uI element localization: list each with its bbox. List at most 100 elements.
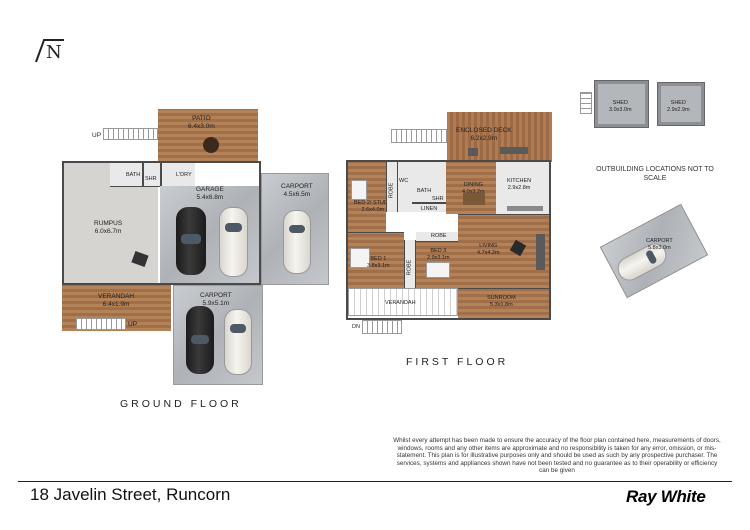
shed2-dims: 2.9x2.9m (667, 107, 690, 113)
ray-white-logo: Ray White (626, 487, 706, 506)
deck-chair (468, 148, 478, 156)
first-shr-label: SHR (432, 196, 444, 202)
bed1-dims: 3.8x3.1m (367, 263, 390, 269)
enclosed-deck-area (447, 112, 552, 162)
first-bath-label: BATH (417, 188, 432, 194)
living-dims: 4.7x4.2m (477, 250, 500, 256)
garage-label: GARAGE 5.4x6.8m (196, 186, 224, 202)
ground-stairs-bottom (76, 318, 126, 330)
bed2-name: BED 2/ STUDY (354, 200, 392, 206)
ground-stairs-up-label-bottom: UP (128, 321, 138, 328)
ground-ldry-label: L'DRY (176, 172, 192, 178)
side-carport-label: CARPORT 4.5x6.5m (281, 183, 313, 199)
enclosed-deck-name: ENCLOSED DECK (456, 127, 512, 134)
north-compass: N (34, 36, 68, 64)
outbuilding-note-text: OUTBUILDING LOCATIONS NOT TO SCALE (596, 166, 714, 182)
linen-divider (412, 202, 446, 204)
front-carport-car-black (186, 306, 214, 374)
ground-wet-area (110, 163, 195, 187)
bed2-dims: 2.6x4.0m (361, 207, 385, 213)
sunroom-name: SUNROOM (487, 295, 516, 301)
ground-verandah-dims: 6.4x1.9m (102, 301, 130, 308)
deck-sofa (500, 147, 528, 154)
bed1-bed (350, 248, 370, 268)
ground-shr-ldry-divider (160, 163, 162, 186)
shed1-stairs (580, 92, 592, 114)
first-verandah-label: VERANDAH (385, 300, 416, 306)
dining-label: DINING 4.0x3.2m (462, 182, 485, 196)
ground-verandah-label: VERANDAH 6.4x1.9m (98, 293, 134, 309)
living-name: LIVING (479, 243, 498, 249)
living-area (458, 214, 549, 288)
north-letter: N (46, 42, 62, 63)
robe3-area (416, 232, 458, 242)
shed2-label: SHED 2.9x2.9m (667, 100, 690, 114)
shed1-label: SHED 3.0x3.0m (609, 100, 632, 114)
disclaimer: Whilst every attempt has been made to en… (392, 437, 722, 475)
kitchen-area (496, 162, 549, 214)
robe2-area (404, 240, 416, 288)
dining-table (463, 193, 485, 205)
outbuilding-carport-label: CARPORT 5.8x3.0m (646, 238, 673, 252)
footer-rule (18, 481, 732, 482)
shed2-name: SHED (670, 100, 686, 106)
patio-table (203, 137, 219, 153)
robe2-label: ROBE (406, 259, 413, 276)
outbuilding-note: OUTBUILDING LOCATIONS NOT TO SCALE (596, 165, 714, 183)
front-carport-car-white (224, 309, 252, 375)
outbuilding-carport-dims: 5.8x3.0m (648, 245, 671, 251)
garage-name: GARAGE (196, 186, 224, 193)
shed1-name: SHED (612, 100, 628, 106)
side-carport-dims: 4.5x6.5m (283, 191, 311, 198)
bed3-label: BED 3 2.9x3.1m (427, 248, 450, 262)
enclosed-deck-dims: 6.2x2.9m (470, 135, 498, 142)
ground-shr-label: SHR (145, 176, 157, 182)
bed3-dims: 2.9x3.1m (427, 255, 450, 261)
ground-stairs-up-label-top: UP (92, 132, 102, 139)
front-carport-dims: 5.9x5.1m (202, 300, 230, 307)
dining-area (446, 162, 496, 214)
dining-name: DINING (463, 182, 483, 188)
garage-dims: 5.4x6.8m (196, 194, 224, 201)
enclosed-deck-label: ENCLOSED DECK 6.2x2.9m (456, 127, 512, 143)
kitchen-name: KITCHEN (507, 178, 532, 184)
kitchen-bench (507, 206, 543, 211)
first-stairs-bottom (362, 320, 402, 334)
ground-verandah-name: VERANDAH (98, 293, 135, 300)
front-carport-name: CARPORT (200, 292, 232, 299)
wc-label: WC (399, 178, 409, 184)
dining-dims: 4.0x3.2m (462, 189, 485, 195)
front-carport-label: CARPORT 5.9x5.1m (200, 292, 232, 308)
bed3-bed (426, 262, 450, 278)
first-stairs-top (391, 129, 447, 143)
kitchen-label: KITCHEN 2.9x2.8m (507, 178, 531, 192)
bed1-name: BED 1 (370, 256, 387, 262)
kitchen-dims: 2.9x2.8m (507, 185, 531, 191)
bed2-label: BED 2/ STUDY 2.6x4.0m (354, 200, 392, 214)
robe1-label: ROBE (388, 182, 395, 199)
outbuilding-carport-name: CARPORT (646, 238, 673, 244)
living-sofa (536, 234, 545, 270)
garage-car-black (176, 207, 206, 275)
property-address: 18 Javelin Street, Runcorn (30, 485, 231, 504)
ground-bath-label: BATH (126, 172, 141, 178)
first-stairs-dn-label-bottom: DN (352, 324, 360, 330)
first-floor-title: FIRST FLOOR (406, 356, 509, 368)
ground-bath-shr-divider (142, 163, 144, 186)
side-carport-car (283, 210, 311, 274)
bed3-name: BED 3 (430, 248, 447, 254)
living-label: LIVING 4.7x4.2m (477, 243, 500, 257)
first-verandah-area (348, 288, 458, 316)
first-floor-walls (346, 160, 551, 320)
sunroom-area (458, 288, 549, 318)
sunroom-label: SUNROOM 5.3x1.8m (487, 295, 516, 309)
disclaimer-text: Whilst every attempt has been made to en… (393, 437, 721, 475)
side-carport-name: CARPORT (281, 183, 313, 190)
shed1-dims: 3.0x3.0m (609, 107, 632, 113)
ground-stairs-top (103, 128, 158, 140)
shed1-inner (598, 84, 645, 124)
rumpus-name: RUMPUS (94, 220, 123, 227)
patio-dims: 6.4x3.0m (188, 123, 215, 130)
bed1-label: BED 1 3.8x3.1m (367, 256, 390, 270)
north-arrow-icon (35, 39, 64, 63)
